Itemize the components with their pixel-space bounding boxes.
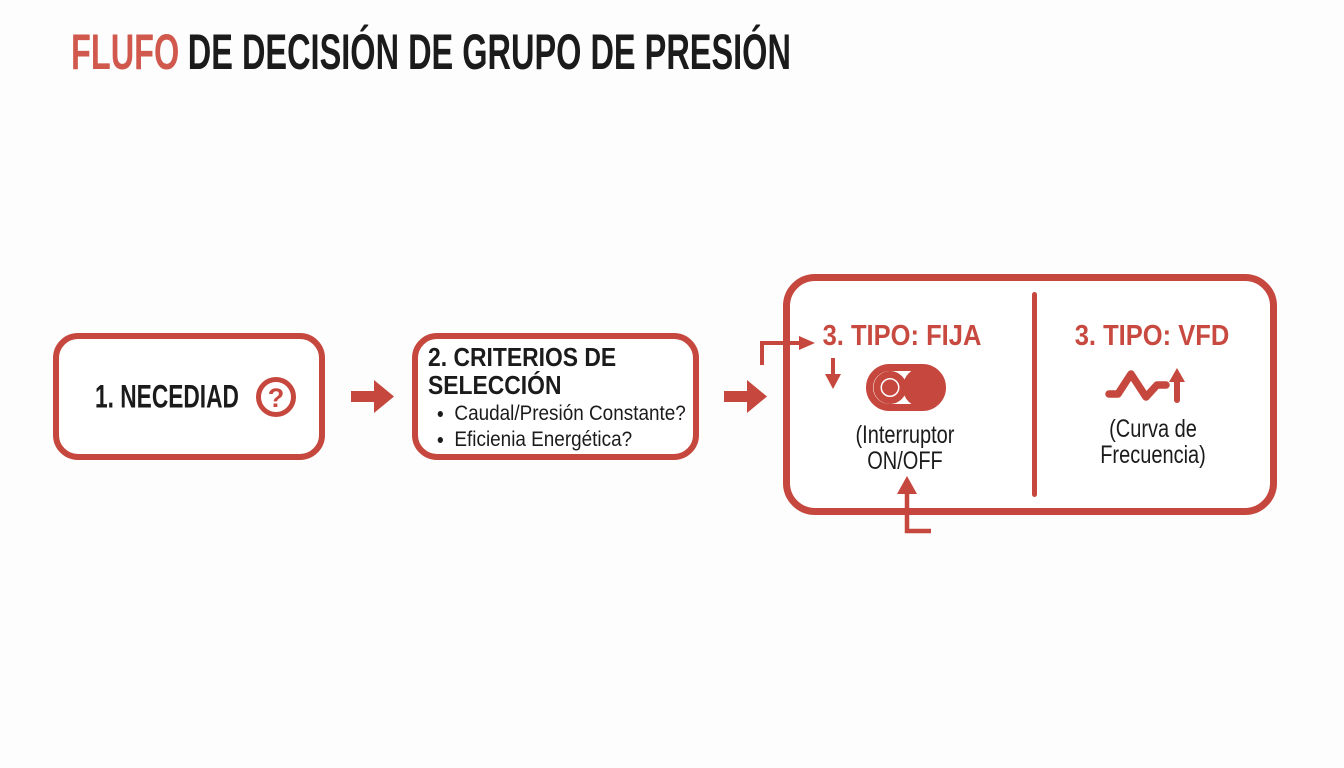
up-arrow-elbow-icon bbox=[897, 476, 931, 534]
question-icon: ? bbox=[256, 376, 296, 417]
fija-caption-line2: ON/OFF bbox=[867, 447, 943, 475]
step2-box: 2. CRITERIOS DE SELECCIÓN Caudal/Presión… bbox=[412, 333, 699, 460]
vfd-caption-line1: (Curva de bbox=[1109, 415, 1197, 443]
step1-label: 1. NECEDIAD bbox=[95, 378, 239, 414]
toggle-switch-icon bbox=[866, 364, 946, 411]
arrow-right-icon bbox=[724, 380, 767, 413]
step3-fija-title: 3. TIPO: FIJA bbox=[822, 320, 982, 352]
step3-vfd-title: 3. TIPO: VFD bbox=[1074, 320, 1230, 352]
fija-caption-line1: (Interruptor bbox=[855, 421, 955, 449]
step3-box bbox=[783, 274, 1277, 515]
step2-criteria-list: Caudal/Presión Constante? Eficienia Ener… bbox=[428, 401, 685, 453]
vfd-caption-line2: Frecuencia) bbox=[1100, 441, 1206, 469]
step2-title-line1: 2. CRITERIOS DE bbox=[428, 342, 617, 372]
question-glyph: ? bbox=[268, 383, 285, 413]
criteria-item: Eficienia Energética? bbox=[454, 427, 661, 453]
step3-fija-caption: (Interruptor ON/OFF bbox=[809, 422, 1001, 474]
step1-box: 1. NECEDIAD ? bbox=[53, 333, 325, 460]
step2-title-line2: SELECCIÓN bbox=[428, 370, 562, 400]
title-rest: DE DECISIÓN DE GRUPO DE PRESIÓN bbox=[187, 24, 791, 80]
frequency-wave-icon bbox=[1105, 368, 1185, 403]
title-accent: FLUFO bbox=[71, 24, 180, 80]
criteria-item: Caudal/Presión Constante? bbox=[454, 401, 685, 427]
down-arrow-icon bbox=[825, 358, 841, 389]
arrow-right-icon bbox=[351, 380, 394, 413]
step3-vfd-caption: (Curva de Frecuencia) bbox=[1058, 416, 1248, 468]
elbow-arrow-in-icon bbox=[760, 336, 815, 365]
step3-divider bbox=[1032, 292, 1037, 497]
step2-title: 2. CRITERIOS DE SELECCIÓN bbox=[428, 343, 661, 399]
